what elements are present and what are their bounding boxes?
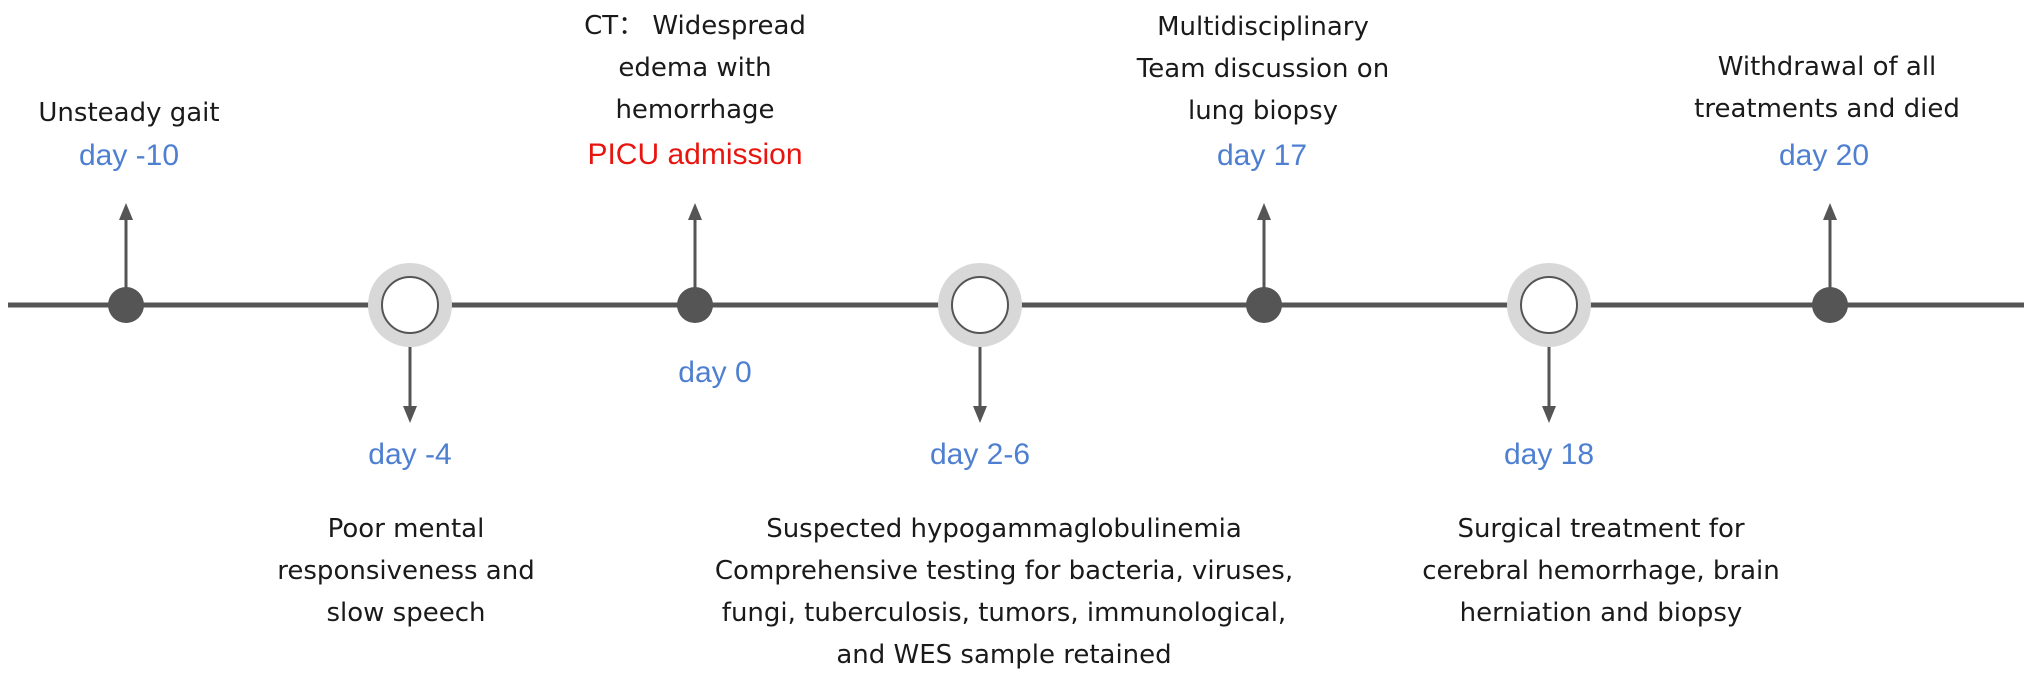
arrow-up-head: [688, 203, 702, 220]
timeline-dot: [677, 287, 713, 323]
description-line: CT： Widespread: [584, 11, 806, 41]
description-line: fungi, tuberculosis, tumors, immunologic…: [721, 598, 1287, 628]
timeline-ring-inner: [381, 276, 439, 334]
description-line: Comprehensive testing for bacteria, viru…: [714, 556, 1294, 586]
event-description: Withdrawal of all treatments and died: [1694, 46, 1960, 130]
timeline-dot: [1812, 287, 1848, 323]
picu-admission-label: PICU admission: [587, 138, 803, 171]
description-line: Surgical treatment for: [1457, 514, 1745, 544]
description-line: cerebral hemorrhage, brain: [1422, 556, 1780, 586]
day-label: day 2-6: [929, 438, 1031, 471]
arrow-down-head: [403, 406, 417, 423]
description-line: slow speech: [326, 598, 486, 628]
timeline-dot: [108, 287, 144, 323]
description-line: hemorrhage: [615, 95, 775, 125]
day-label: day 0: [678, 356, 752, 389]
description-line: edema with: [618, 53, 772, 83]
day-label: day 20: [1778, 139, 1870, 172]
day-label: day -4: [368, 438, 452, 471]
event-description: Suspected hypogammaglobulinemia Comprehe…: [715, 508, 1293, 676]
event-description: Poor mental responsiveness and slow spee…: [277, 508, 534, 634]
description-line: Poor mental: [327, 514, 485, 544]
event-description: Surgical treatment for cerebral hemorrha…: [1422, 508, 1779, 634]
event-description: CT： Widespread edema with hemorrhage: [584, 5, 806, 131]
arrow-up-head: [119, 203, 133, 220]
arrow-down-head: [1542, 406, 1556, 423]
day-label: day 17: [1216, 139, 1308, 172]
description-line: Unsteady gait: [38, 98, 220, 128]
day-label: day 18: [1503, 438, 1595, 471]
description-line: responsiveness and: [277, 556, 535, 586]
timeline-ring-inner: [951, 276, 1009, 334]
event-description: Multidisciplinary Team discussion on lun…: [1137, 6, 1389, 132]
description-line: and WES sample retained: [836, 640, 1172, 670]
description-line: Withdrawal of all: [1717, 52, 1937, 82]
event-description: Unsteady gait: [38, 92, 219, 134]
description-line: lung biopsy: [1187, 96, 1339, 126]
timeline-dot: [1246, 287, 1282, 323]
arrow-up-head: [1257, 203, 1271, 220]
description-line: herniation and biopsy: [1459, 598, 1743, 628]
day-label: day -10: [78, 139, 180, 172]
description-line: Team discussion on: [1136, 54, 1390, 84]
timeline-ring-inner: [1520, 276, 1578, 334]
description-line: Suspected hypogammaglobulinemia: [766, 514, 1242, 544]
description-line: treatments and died: [1694, 94, 1960, 124]
description-line: Multidisciplinary: [1157, 12, 1369, 42]
arrow-down-head: [973, 406, 987, 423]
arrow-up-head: [1823, 203, 1837, 220]
timeline-markers: [108, 203, 1848, 423]
